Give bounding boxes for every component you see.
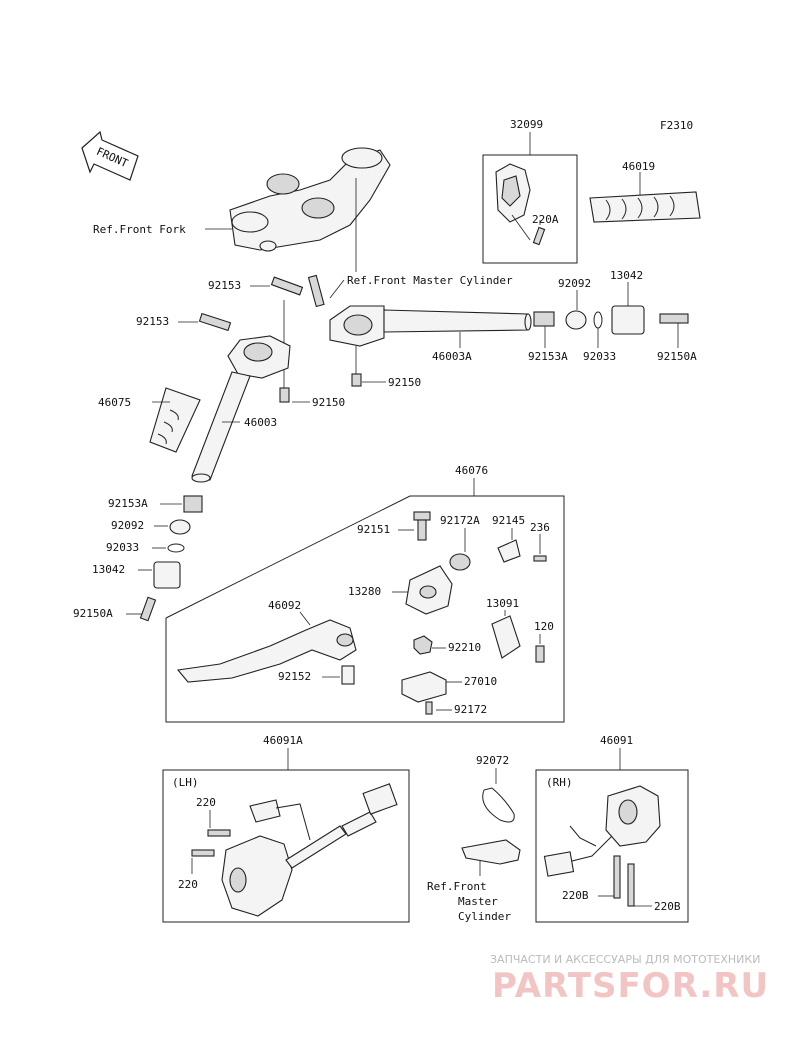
label-32099: 32099 [510,118,543,131]
bushing-92152 [341,665,355,685]
label-92210: 92210 [448,641,481,654]
label-lh: (LH) [172,776,199,789]
label-92145: 92145 [492,514,525,527]
collar-92092-top [565,310,587,330]
label-92172: 92172 [454,703,487,716]
nut-92210 [413,635,433,655]
weight-13042-top [611,305,645,335]
bolt-120 [535,645,545,663]
label-92150a-top: 92150A [657,350,697,363]
label-120: 120 [534,620,554,633]
ring-92033-left [167,543,185,553]
rh-switch-box [535,769,689,923]
label-92150-b: 92150 [388,376,421,389]
label-ref-master-line1: Ref.Front [427,880,487,893]
weight-13042-left [153,561,181,589]
left-grip [149,387,201,453]
clamp-13091 [491,615,521,659]
label-rh: (RH) [546,776,573,789]
screw-220b-a [613,855,621,899]
bolt-92150a-left [139,596,157,622]
label-13042-top: 13042 [610,269,643,282]
label-46075: 46075 [98,396,131,409]
lever-assembly-box [165,495,565,723]
label-46092: 46092 [268,599,301,612]
adjuster-92172a [449,553,471,571]
label-220b-a: 220B [562,889,589,902]
label-92150-a: 92150 [312,396,345,409]
lever-46092 [176,619,357,683]
label-92092-top: 92092 [558,277,591,290]
label-ref-master-line2: Master [458,895,498,908]
bolt-92153-a [270,276,304,296]
label-92172a: 92172A [440,514,480,527]
label-92153-a: 92153 [208,279,241,292]
label-92153a-top: 92153A [528,350,568,363]
label-13042-left: 13042 [92,563,125,576]
label-236: 236 [530,521,550,534]
upper-triple-clamp [229,147,391,252]
screw-220-b [191,849,215,857]
collar-92092-left [169,519,191,535]
bolt-92150-a [279,387,290,403]
screw-220-a [207,829,231,837]
label-220-b: 220 [178,878,198,891]
label-92072: 92072 [476,754,509,767]
label-92033-top: 92033 [583,350,616,363]
label-46091: 46091 [600,734,633,747]
bolt-92150-b [351,373,362,387]
label-13091: 13091 [486,597,519,610]
left-handlebar [191,335,291,483]
bolt-92153-b [198,312,232,332]
label-220b-b: 220B [654,900,681,913]
bolt-92153a-top [533,311,555,327]
screw-236 [533,555,547,562]
figure-code: F2310 [660,119,693,132]
lh-switch-box [162,769,410,923]
ring-92033-top [593,311,603,329]
label-92033-left: 92033 [106,541,139,554]
label-46003: 46003 [244,416,277,429]
label-46076: 46076 [455,464,488,477]
screw-220b-b [627,863,635,907]
label-92151: 92151 [357,523,390,536]
label-ref-front-fork: Ref.Front Fork [93,223,186,236]
label-46003a: 46003A [432,350,472,363]
watermark-logo: PARTSFOR.RU [492,966,769,1006]
label-220a: 220A [532,213,559,226]
label-13280: 13280 [348,585,381,598]
label-27010: 27010 [464,675,497,688]
bolt-92151-shank [417,519,427,541]
label-46091a: 46091A [263,734,303,747]
right-handlebar [307,274,532,347]
label-ref-master-line3: Cylinder [458,910,511,923]
label-46019: 46019 [622,160,655,173]
screw-92172 [425,701,433,715]
bracket-92145 [497,539,521,563]
label-92153a-left: 92153A [108,497,148,510]
label-ref-front-master-cylinder: Ref.Front Master Cylinder [347,274,513,287]
label-92152: 92152 [278,670,311,683]
label-92150a-left: 92150A [73,607,113,620]
lh-switch-housing [221,783,398,917]
clamp-band-92072 [482,787,515,823]
label-220-a: 220 [196,796,216,809]
bolt-92150a-top [659,313,689,324]
right-grip [589,191,701,223]
watermark-tagline: ЗАПЧАСТИ И АКСЕССУАРЫ ДЛЯ МОТОТЕХНИКИ [490,953,760,966]
bolt-92153a-left [183,495,203,513]
label-92153-b: 92153 [136,315,169,328]
switch-27010 [401,671,447,703]
master-cylinder-ref [461,839,521,865]
label-92092-left: 92092 [111,519,144,532]
bolt-92151 [413,511,431,521]
rh-switch-housing [543,785,661,877]
front-arrow-icon: FRONT [81,130,139,181]
